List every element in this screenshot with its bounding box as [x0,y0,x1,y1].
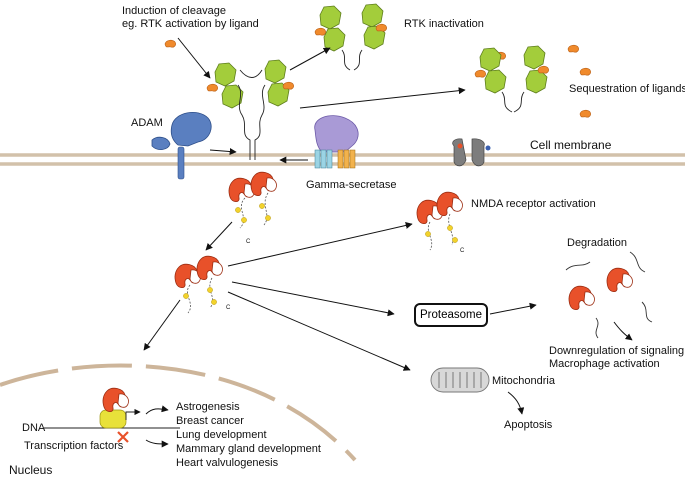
sequestration-label: Sequestration of ligands [569,83,685,95]
mitochondria-label: Mitochondria [492,375,555,387]
rtk-inactivation-label: RTK inactivation [404,18,484,30]
macrophage-label: Macrophage activation [549,358,660,370]
nmda-receptor [452,138,491,167]
rtk-dimer-central [206,59,294,160]
mitochondrion [430,367,490,393]
outcome-item: Breast cancer [176,415,244,427]
icd-nmda [416,191,463,251]
downregulation-label: Downregulation of signaling [549,345,685,357]
outcome-item: Lung development [176,429,267,441]
adam-label: ADAM [131,117,163,129]
outcome-item: Mammary gland development [176,443,321,455]
icd-membrane-bound [228,171,277,229]
rtk-inactivated [314,3,387,71]
nuclear-envelope [0,363,357,462]
nmda-label: NMDA receptor activation [471,198,596,210]
nuclear-outcomes-list: Astrogenesis Breast cancer Lung developm… [176,400,321,470]
adam-protease [151,111,212,180]
proteasome-box: Proteasome [414,303,488,327]
pathway-arrows [143,37,633,448]
induction-label-line1: Induction of cleavage [122,5,226,17]
c-terminus-letter: C [226,305,231,311]
outcome-item: Heart valvulogenesis [176,457,279,469]
gamma-secretase-label: Gamma-secretase [306,179,397,191]
transcription-factors-label: Transcription factors [24,440,124,452]
dna-label: DNA [22,422,46,434]
degradation-label: Degradation [567,237,627,249]
outcome-item: Astrogenesis [176,401,240,413]
transcription-complex [44,387,180,443]
gamma-secretase-complex [314,115,359,169]
apoptosis-label: Apoptosis [504,419,553,431]
icd-degraded [565,251,653,339]
nucleus-label: Nucleus [9,463,53,477]
icd-free [174,255,223,314]
induction-label-line2: eg. RTK activation by ligand [122,18,259,30]
rtk-sequestration [474,45,549,113]
cell-membrane-label: Cell membrane [530,138,612,152]
c-terminus-letter: C [246,239,251,245]
c-terminus-letter: C [460,248,465,254]
